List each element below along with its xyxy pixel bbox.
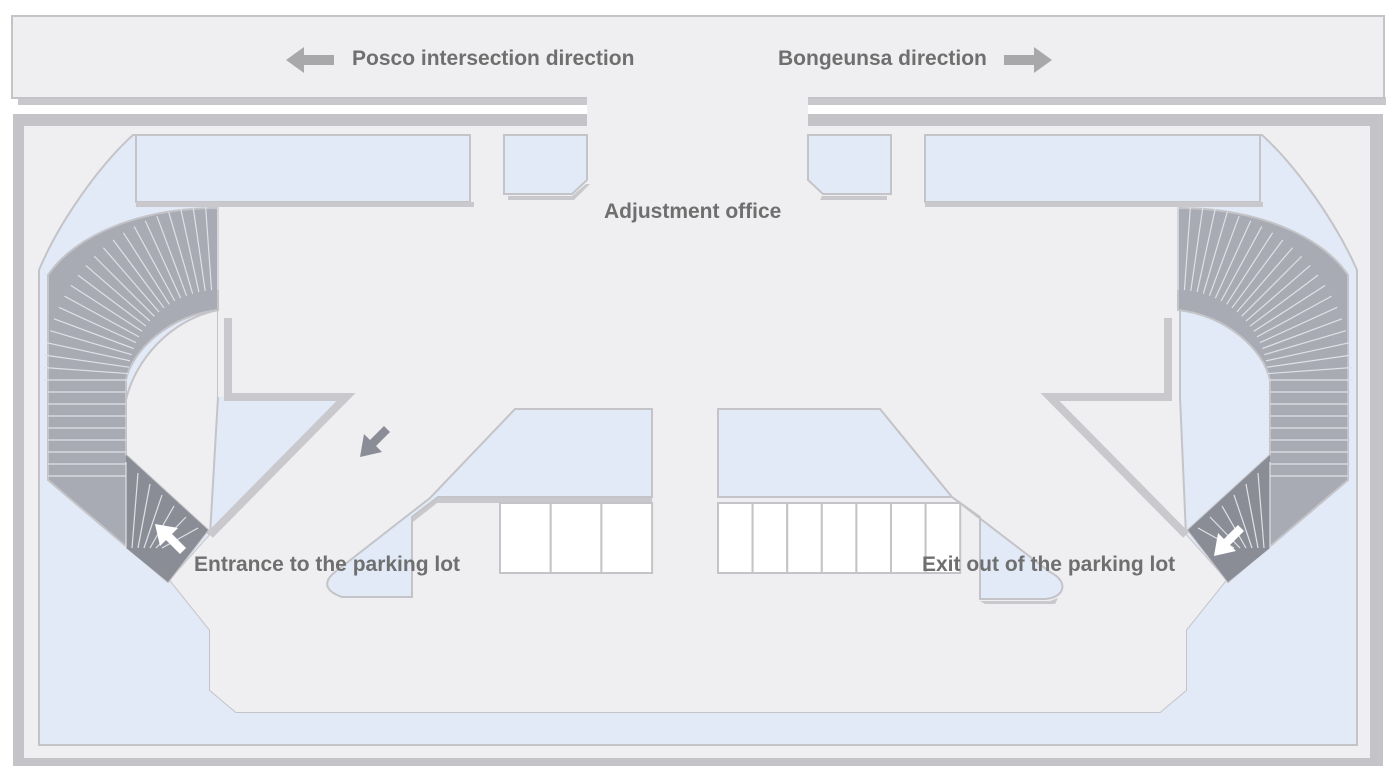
- parking-space: [890, 502, 927, 574]
- parking-space: [499, 502, 552, 574]
- parking-space: [820, 502, 858, 574]
- ramp-right: [1177, 205, 1353, 584]
- top-blocks: [13, 114, 1383, 207]
- center-islands: [326, 408, 1064, 604]
- parking-spaces-right: [717, 502, 962, 574]
- parking-space: [549, 502, 603, 574]
- parking-space: [717, 502, 754, 574]
- arrow-right-icon: [1004, 47, 1052, 73]
- adjustment-office-label: Adjustment office: [604, 200, 782, 223]
- curved-ramps: [43, 205, 1353, 584]
- parking-space: [924, 502, 962, 574]
- parking-space: [786, 502, 823, 574]
- entrance-arrow-icon: [155, 524, 186, 554]
- parking-space: [855, 502, 893, 574]
- exit-label: Exit out of the parking lot: [922, 553, 1176, 576]
- parking-space: [600, 502, 654, 574]
- flow-arrow-icon: [360, 426, 390, 457]
- ramp-left: [43, 205, 219, 584]
- parking-space: [751, 502, 789, 574]
- parking-spaces-left: [499, 502, 654, 574]
- entrance-label: Entrance to the parking lot: [194, 553, 461, 576]
- left-direction-label: Posco intersection direction: [352, 47, 635, 70]
- right-direction-label: Bongeunsa direction: [778, 47, 987, 70]
- exit-arrow-icon: [1214, 525, 1244, 556]
- arrow-left-icon: [286, 47, 334, 73]
- street: [11, 15, 1386, 105]
